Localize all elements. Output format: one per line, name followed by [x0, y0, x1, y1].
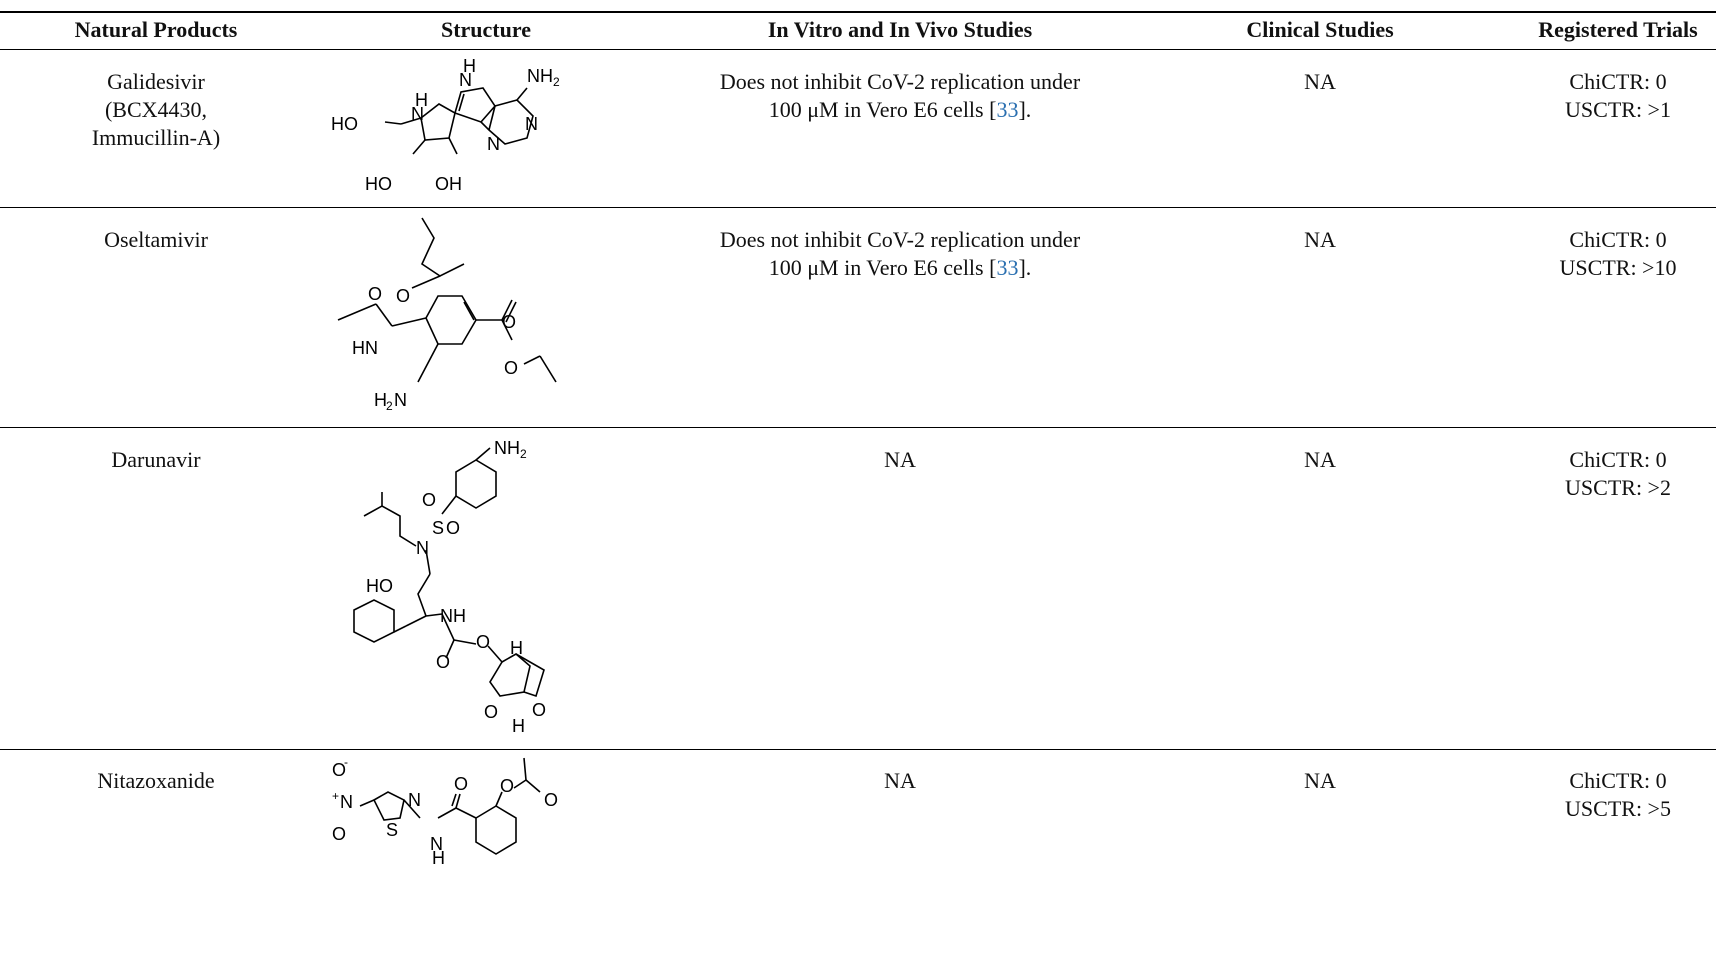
svg-text:2: 2: [386, 399, 393, 413]
svg-text:O: O: [500, 776, 514, 796]
table-row-name: Galidesivir (BCX4430, Immucillin-A): [91, 69, 221, 150]
citation-link[interactable]: 33: [996, 97, 1019, 122]
svg-text:N: N: [487, 134, 500, 154]
svg-text:NH: NH: [494, 438, 520, 458]
svg-text:O: O: [332, 824, 346, 844]
svg-text:+: +: [332, 789, 339, 803]
svg-text:H: H: [510, 638, 523, 658]
svg-text:N: N: [459, 70, 472, 90]
svg-text:H: H: [415, 90, 428, 110]
svg-text:O: O: [476, 632, 490, 652]
svg-text:NH: NH: [440, 606, 466, 626]
table-row-trials: ChiCTR: 0 USCTR: >2: [1565, 447, 1671, 500]
row-rule: [0, 749, 1716, 750]
svg-text:H: H: [512, 716, 525, 736]
table-row-studies: NA: [884, 768, 916, 793]
row-rule: [0, 207, 1716, 208]
svg-text:H: H: [432, 848, 445, 868]
citation-link[interactable]: 33: [996, 255, 1019, 280]
svg-text:H: H: [463, 56, 476, 76]
svg-text:S: S: [432, 518, 444, 538]
svg-text:O: O: [544, 790, 558, 810]
svg-text:HO: HO: [365, 174, 392, 194]
svg-text:N: N: [416, 538, 429, 558]
galidesivir-structure-icon: H N NH 2 N N H N HO HO OH: [331, 56, 615, 208]
svg-text:N: N: [408, 790, 421, 810]
top-rule: [0, 11, 1716, 13]
header-natural-products: Natural Products: [74, 17, 238, 42]
header-rule: [0, 49, 1716, 50]
row-rule: [0, 427, 1716, 428]
svg-text:N: N: [411, 104, 424, 124]
table-row-studies: Does not inhibit CoV-2 replication under…: [719, 227, 1081, 280]
svg-text:O: O: [332, 760, 346, 780]
svg-text:O: O: [504, 358, 518, 378]
svg-text:O: O: [446, 518, 460, 538]
table-row-trials: ChiCTR: 0 USCTR: >1: [1565, 69, 1671, 122]
svg-text:H: H: [374, 390, 387, 410]
svg-text:O: O: [422, 490, 436, 510]
table-row-clinical: NA: [1304, 768, 1336, 793]
nitazoxanide-structure-icon: O - + N O N S N H O O O: [330, 755, 590, 886]
header-structure: Structure: [440, 17, 532, 42]
svg-text:O: O: [532, 700, 546, 720]
table-row-clinical: NA: [1304, 227, 1336, 252]
table-row-name: Oseltamivir: [104, 227, 208, 252]
svg-text:2: 2: [520, 447, 527, 461]
svg-text:O: O: [502, 312, 516, 332]
table-row-trials: ChiCTR: 0 USCTR: >10: [1559, 227, 1677, 280]
header-studies: In Vitro and In Vivo Studies: [767, 17, 1033, 42]
svg-text:N: N: [340, 792, 353, 812]
table-row-studies: Does not inhibit CoV-2 replication under…: [719, 69, 1081, 122]
svg-text:S: S: [386, 820, 398, 840]
svg-text:O: O: [484, 702, 498, 722]
table-row-trials: ChiCTR: 0 USCTR: >5: [1565, 768, 1671, 821]
svg-text:O: O: [436, 652, 450, 672]
svg-text:N: N: [394, 390, 407, 410]
svg-text:HN: HN: [352, 338, 378, 358]
svg-text:2: 2: [553, 75, 560, 89]
table-row-clinical: NA: [1304, 69, 1336, 94]
svg-text:OH: OH: [435, 174, 462, 194]
table-row-studies: NA: [884, 447, 916, 472]
svg-text:HO: HO: [366, 576, 393, 596]
svg-text:-: -: [344, 755, 348, 769]
oseltamivir-structure-icon: O O O O HN H 2 N: [330, 214, 590, 414]
darunavir-structure-icon: NH 2 O S O N HO NH O O H O O H: [330, 434, 590, 736]
table-row-clinical: NA: [1304, 447, 1336, 472]
table-row-name: Darunavir: [111, 447, 201, 472]
svg-text:HO: HO: [331, 114, 358, 134]
svg-text:N: N: [525, 114, 538, 134]
header-registered-trials: Registered Trials: [1538, 17, 1698, 42]
svg-text:N: N: [430, 834, 443, 854]
table-row-name: Nitazoxanide: [97, 768, 215, 793]
svg-text:NH: NH: [527, 66, 553, 86]
header-clinical: Clinical Studies: [1246, 17, 1394, 42]
svg-text:O: O: [368, 284, 382, 304]
svg-text:O: O: [396, 286, 410, 306]
svg-text:O: O: [454, 774, 468, 794]
